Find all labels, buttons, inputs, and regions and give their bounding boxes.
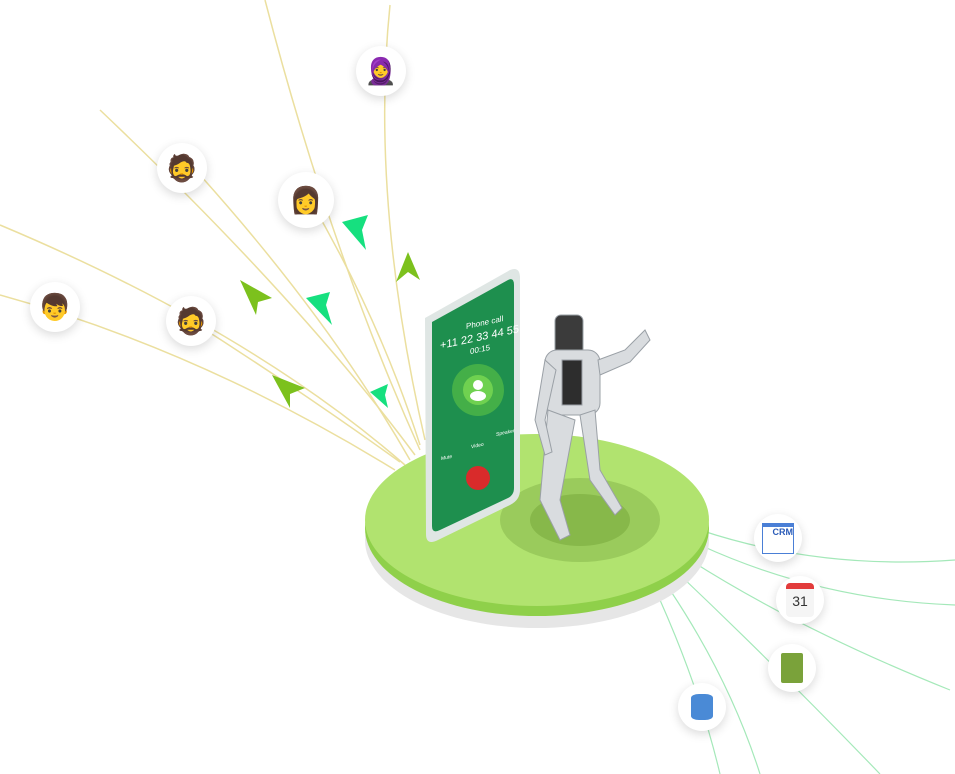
database-search-icon xyxy=(678,683,726,731)
avatar-boy: 👦 xyxy=(30,282,80,332)
avatar-woman-hijab: 🧕 xyxy=(356,46,406,96)
avatar-woman-glasses: 👩 xyxy=(278,172,334,228)
avatar-man-beard: 🧔 xyxy=(166,296,216,346)
crm-app-icon: CRM xyxy=(754,514,802,562)
robot xyxy=(534,314,651,541)
phone xyxy=(425,269,520,542)
spreadsheet-app-icon xyxy=(768,644,816,692)
calendar-app-icon: 31 xyxy=(776,576,824,624)
hangup-button xyxy=(466,466,490,490)
flow-arrows xyxy=(240,215,420,408)
platform xyxy=(365,434,709,628)
avatar-man-bun: 🧔 xyxy=(157,143,207,193)
